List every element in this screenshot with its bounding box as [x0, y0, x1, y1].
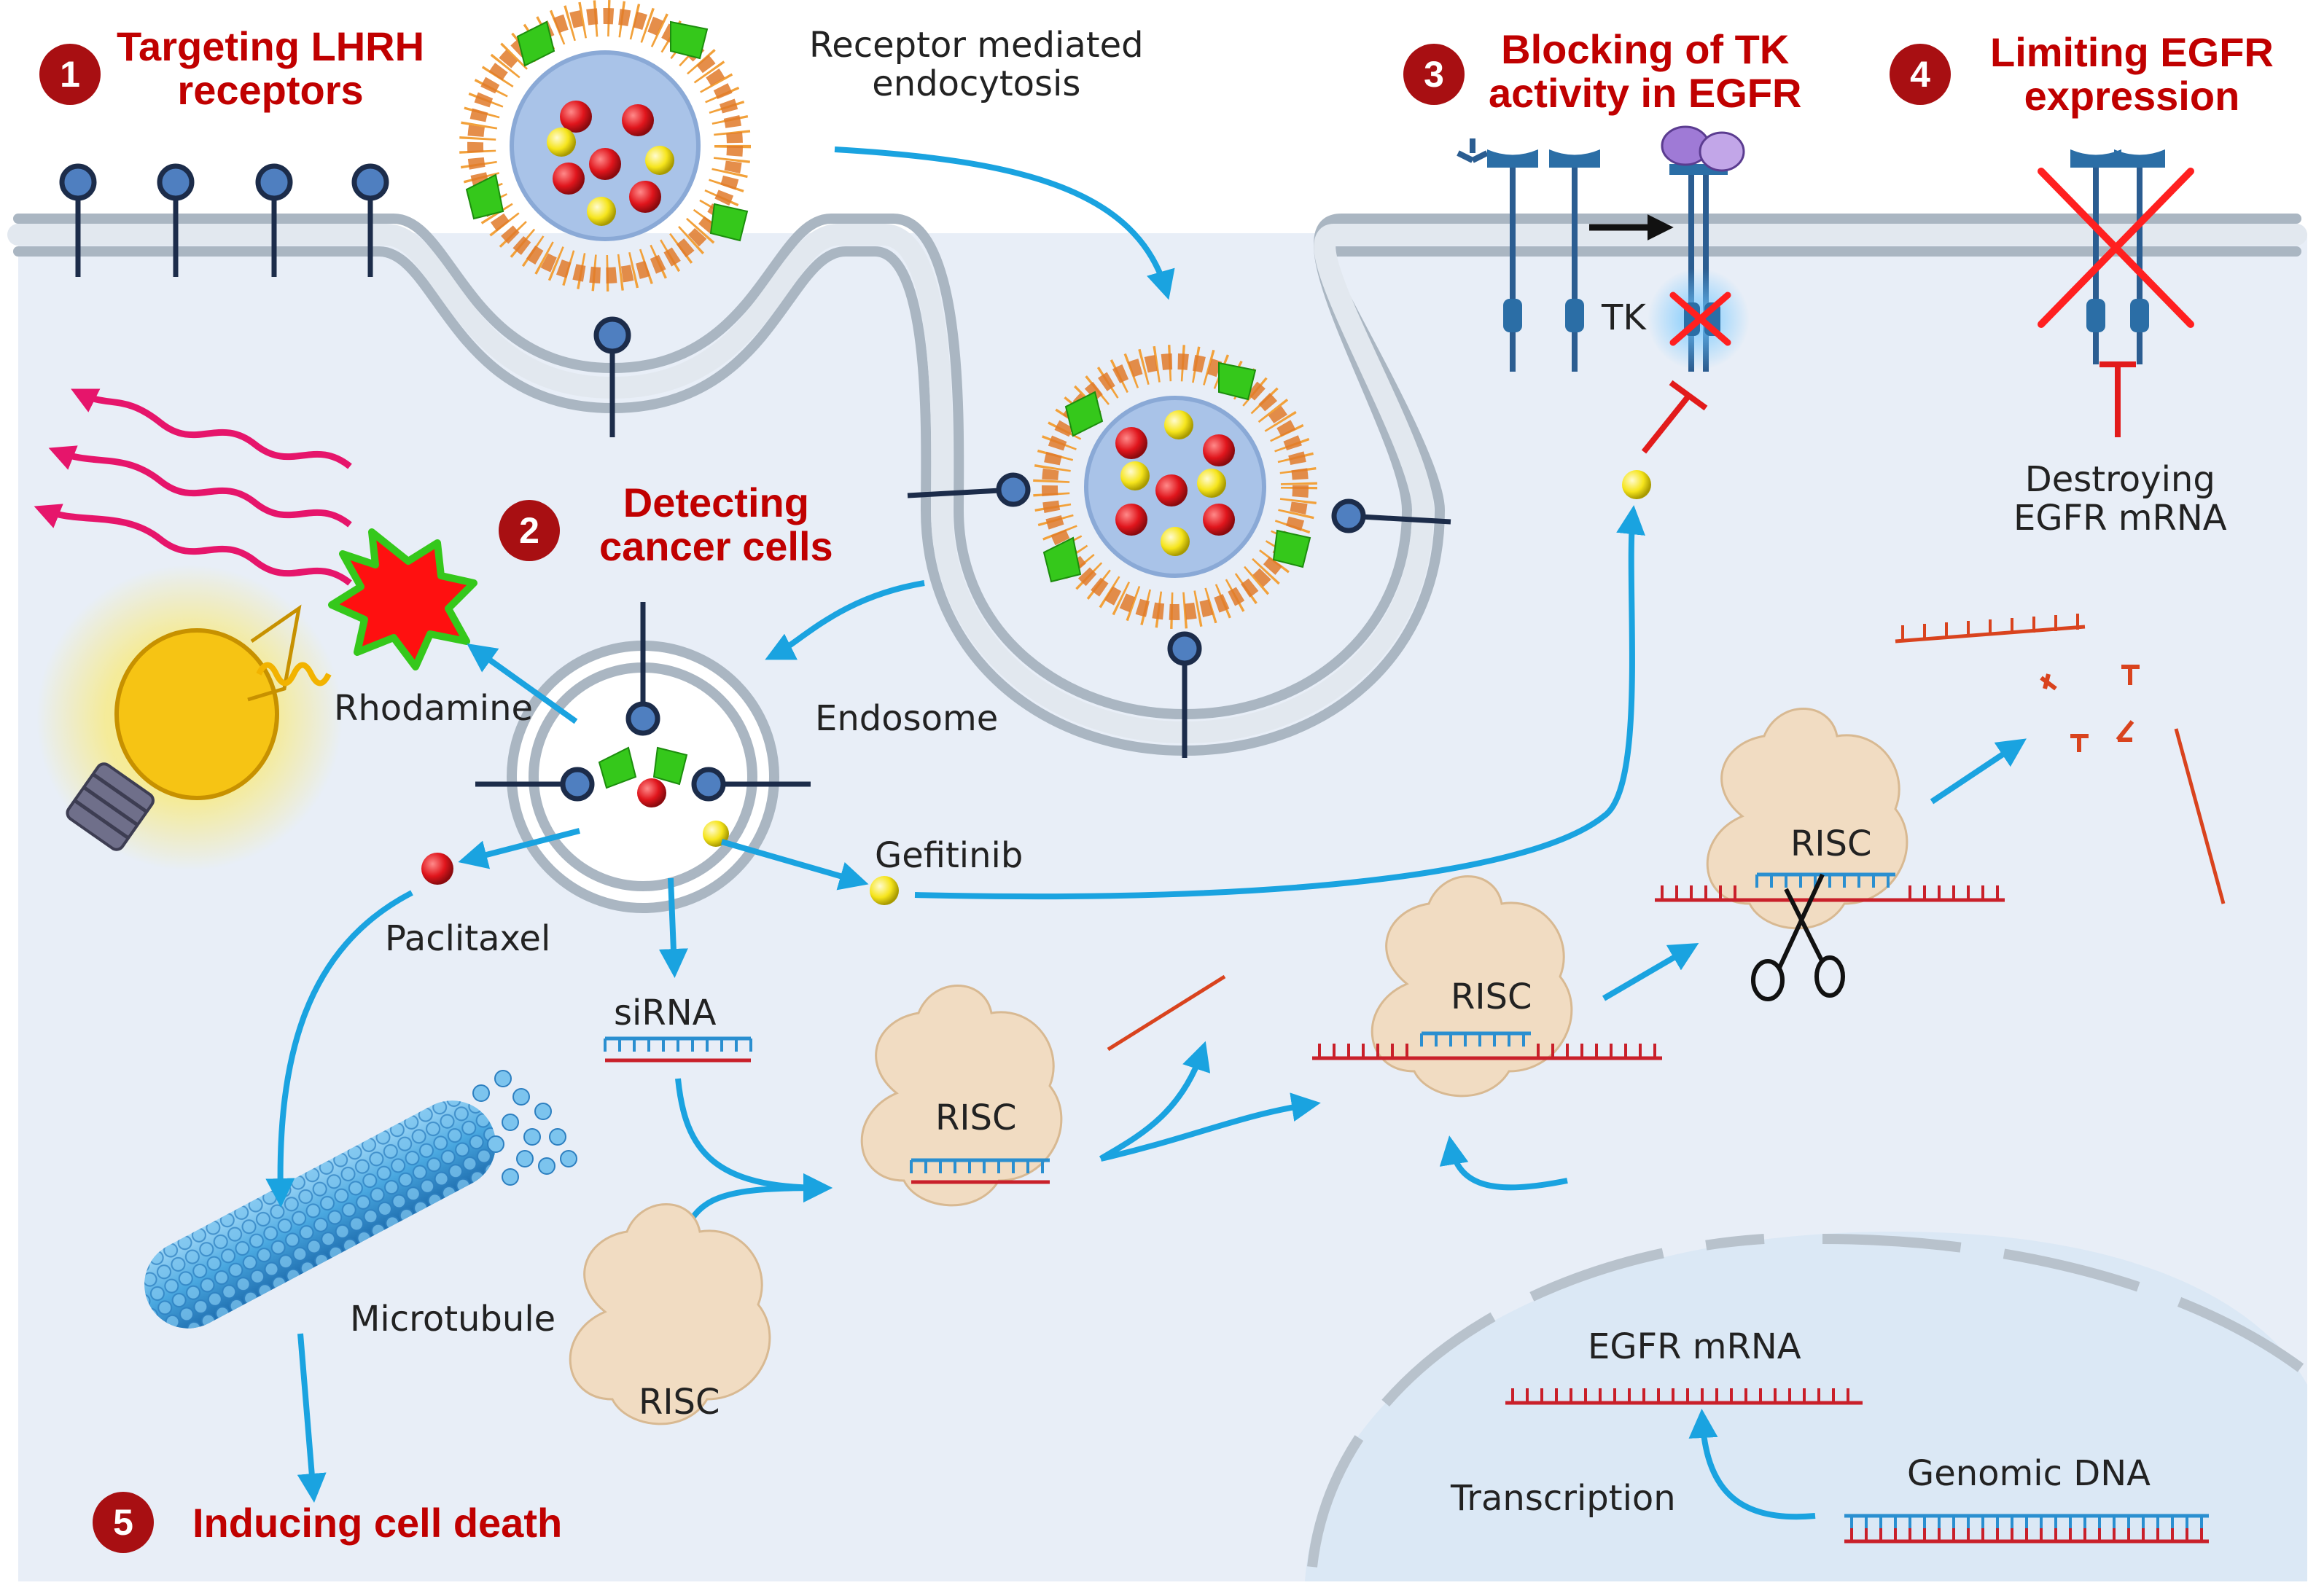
cleaved-fragments — [2040, 665, 2140, 752]
text-line: cancer cells — [599, 523, 833, 570]
label-microtubule: Microtubule — [350, 1299, 556, 1339]
label-risc-4: RISC — [1790, 824, 1872, 864]
text-line: Destroying — [2024, 459, 2215, 500]
step-badge-2: 2 — [499, 500, 560, 561]
strand-ticks — [604, 614, 2203, 1541]
text-line: Detecting — [623, 480, 809, 525]
egfr-heads — [1487, 149, 2165, 332]
egfr-cross-icon — [2038, 168, 2194, 328]
label-tk: TK — [1602, 297, 1646, 338]
step-title-5: Inducing cell death — [192, 1501, 562, 1545]
label-gefitinib: Gefitinib — [875, 835, 1024, 876]
label-endosome: Endosome — [815, 698, 999, 739]
nucleus — [1305, 1232, 2307, 1581]
light-bulb-icon — [36, 565, 343, 871]
step-badge-3: 3 — [1403, 44, 1465, 105]
label-sirna: siRNA — [614, 993, 717, 1033]
label-genomic-dna: Genomic DNA — [1907, 1453, 2151, 1494]
rhodamine-burst — [328, 528, 477, 670]
nanoparticle-vesicle — [1033, 345, 1317, 629]
label-egfr-mrna: EGFR mRNA — [1588, 1326, 1801, 1367]
emission-waves — [34, 388, 352, 586]
text-line: Blocking of TK — [1501, 26, 1790, 72]
block-x-icon — [1669, 292, 1731, 346]
tubulin-dimers — [472, 1070, 577, 1186]
flow-arrows — [265, 146, 2027, 1520]
label-transcription: Transcription — [1451, 1478, 1676, 1519]
gefitinib-molecule-blocking — [1622, 470, 1651, 499]
paclitaxel-molecule — [421, 853, 453, 885]
ligand-dimer — [1661, 125, 1745, 172]
gefitinib-molecule — [870, 876, 899, 905]
text-line: Inducing cell death — [192, 1500, 563, 1546]
text-line: Receptor mediated — [809, 25, 1144, 66]
step-badge-4: 4 — [1890, 44, 1951, 105]
label-risc-1: RISC — [639, 1382, 720, 1423]
text-line: Limiting EGFR — [1990, 29, 2274, 75]
text-line: receptors — [177, 67, 364, 114]
microtubule — [144, 1100, 496, 1329]
step-badge-5: 5 — [93, 1492, 154, 1553]
label-risc-3: RISC — [1451, 977, 1532, 1017]
text-line: EGFR mRNA — [2013, 497, 2227, 539]
inhibition-bars — [1641, 361, 2136, 454]
label-paclitaxel: Paclitaxel — [385, 918, 551, 959]
endosome — [475, 602, 811, 913]
text-line: Targeting LHRH — [117, 23, 425, 69]
text-line: endocytosis — [872, 63, 1081, 104]
nanoparticle-outside — [459, 0, 751, 292]
scissors-icon — [1751, 873, 1845, 1001]
text-line: expression — [2024, 73, 2240, 120]
vesicle-receptors — [907, 472, 1451, 758]
step-badge-1: 1 — [39, 44, 101, 105]
text-line: activity in EGFR — [1489, 70, 1802, 117]
label-rhodamine: Rhodamine — [334, 688, 534, 729]
lhrh-receptors — [59, 163, 631, 437]
label-risc-2: RISC — [935, 1098, 1017, 1138]
